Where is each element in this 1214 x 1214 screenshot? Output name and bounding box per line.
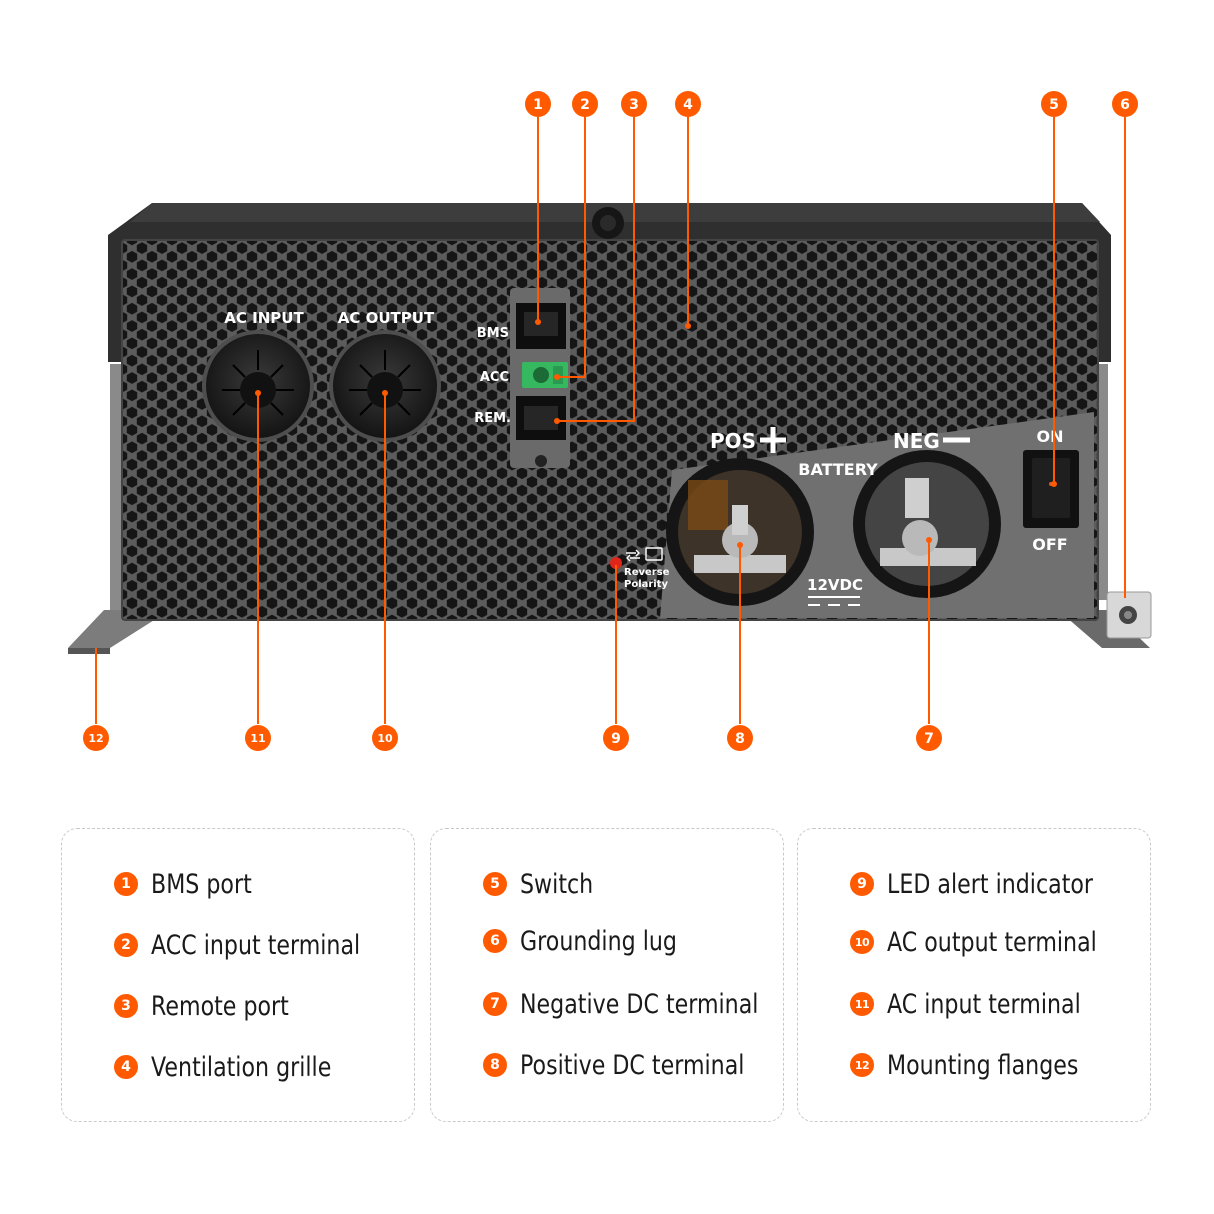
svg-text:7: 7 [924, 731, 934, 747]
legend-item: 12 Mounting flanges [850, 1045, 1120, 1085]
callout-7: 7 [916, 725, 942, 751]
legend-badge: 8 [483, 1053, 507, 1077]
legend-item: 7 Negative DC terminal [483, 984, 811, 1024]
legend-badge: 6 [483, 929, 507, 953]
legend-text: Switch [520, 868, 594, 900]
callout-2: 2 [572, 91, 598, 117]
ac-input-label: AC INPUT [224, 309, 304, 327]
callout-10: 10 [372, 725, 398, 751]
legend-text: Grounding lug [520, 925, 677, 957]
callout-6: 6 [1112, 91, 1138, 117]
legend-text: Negative DC terminal [520, 988, 759, 1020]
power-switch[interactable] [1023, 450, 1079, 528]
rem-label: REM. [474, 411, 511, 426]
legend-panel-1: 1 BMS port 2 ACC input terminal 3 Remote… [61, 828, 415, 1122]
legend-badge: 10 [850, 930, 874, 954]
legend-badge: 1 [114, 872, 138, 896]
reverse-label: Reverse [624, 567, 670, 578]
plus-icon [760, 427, 786, 453]
legend-badge: 12 [850, 1053, 874, 1077]
bms-port [516, 303, 566, 349]
svg-text:5: 5 [1049, 97, 1059, 113]
legend-item: 9 LED alert indicator [850, 864, 1138, 904]
polarity-label: Polarity [624, 579, 669, 590]
pos-label: POS [710, 429, 756, 453]
reverse-polarity-led [610, 557, 622, 569]
battery-label: BATTERY [798, 460, 878, 479]
callout-leaders [95, 116, 1126, 724]
switch-on-label: ON [1037, 427, 1064, 446]
legend-text: AC input terminal [887, 988, 1081, 1020]
neg-label: NEG [893, 429, 940, 453]
legend-badge: 3 [114, 994, 138, 1018]
legend-item: 1 BMS port [114, 864, 274, 904]
callout-1: 1 [525, 91, 551, 117]
legend-badge: 4 [114, 1055, 138, 1079]
callout-11: 11 [245, 725, 271, 751]
legend-text: BMS port [151, 868, 252, 900]
polarity-icon [626, 547, 663, 562]
svg-text:8: 8 [735, 731, 745, 747]
legend-panel-2: 5 Switch 6 Grounding lug 7 Negative DC t… [430, 828, 784, 1122]
svg-text:4: 4 [683, 97, 693, 113]
legend-text: AC output terminal [887, 926, 1097, 958]
legend-text: Mounting flanges [887, 1049, 1079, 1081]
legend-item: 11 AC input terminal [850, 984, 1123, 1024]
legend-item: 4 Ventilation grille [114, 1047, 371, 1087]
callout-5: 5 [1041, 91, 1067, 117]
callout-anchors [255, 319, 1057, 548]
positive-dc-terminal [666, 458, 814, 606]
legend-text: LED alert indicator [887, 868, 1094, 900]
dc-symbol-icon [808, 596, 860, 606]
svg-text:12: 12 [88, 732, 103, 745]
legend-text: Ventilation grille [151, 1051, 332, 1083]
bms-label: BMS [477, 326, 509, 341]
legend-text: Remote port [151, 990, 289, 1022]
legend-item: 6 Grounding lug [483, 921, 711, 961]
voltage-label: 12VDC [807, 576, 863, 594]
svg-text:11: 11 [250, 732, 265, 745]
ac-output-port [329, 330, 441, 442]
legend-badge: 7 [483, 992, 507, 1016]
plate-screw [535, 455, 547, 467]
negative-dc-terminal [853, 450, 1001, 598]
callout-9: 9 [603, 725, 629, 751]
remote-port [516, 396, 566, 440]
legend-item: 10 AC output terminal [850, 922, 1143, 962]
legend-text: Positive DC terminal [520, 1049, 745, 1081]
switch-off-label: OFF [1032, 535, 1067, 554]
legend-item: 2 ACC input terminal [114, 925, 406, 965]
ac-output-label: AC OUTPUT [338, 309, 435, 327]
legend-item: 3 Remote port [114, 986, 319, 1026]
svg-text:3: 3 [629, 97, 639, 113]
callout-4: 4 [675, 91, 701, 117]
acc-terminal [522, 362, 568, 388]
legend-badge: 5 [483, 872, 507, 896]
legend-item: 5 Switch [483, 864, 609, 904]
inverter-diagram: AC INPUT AC OUTPUT BMS ACC REM. POS NEG [68, 91, 1152, 751]
callout-3: 3 [621, 91, 647, 117]
legend-panel-3: 9 LED alert indicator 10 AC output termi… [797, 828, 1151, 1122]
svg-text:6: 6 [1120, 97, 1130, 113]
callout-8: 8 [727, 725, 753, 751]
svg-text:2: 2 [580, 97, 590, 113]
legend-badge: 9 [850, 872, 874, 896]
callout-12: 12 [83, 725, 109, 751]
legend-badge: 11 [850, 992, 874, 1016]
legend-badge: 2 [114, 933, 138, 957]
acc-label: ACC [480, 370, 509, 385]
svg-text:10: 10 [377, 732, 393, 745]
svg-text:1: 1 [533, 97, 543, 113]
legend-text: ACC input terminal [151, 929, 361, 961]
svg-text:9: 9 [611, 731, 621, 747]
grounding-lug [1106, 591, 1152, 639]
legend-item: 8 Positive DC terminal [483, 1045, 794, 1085]
